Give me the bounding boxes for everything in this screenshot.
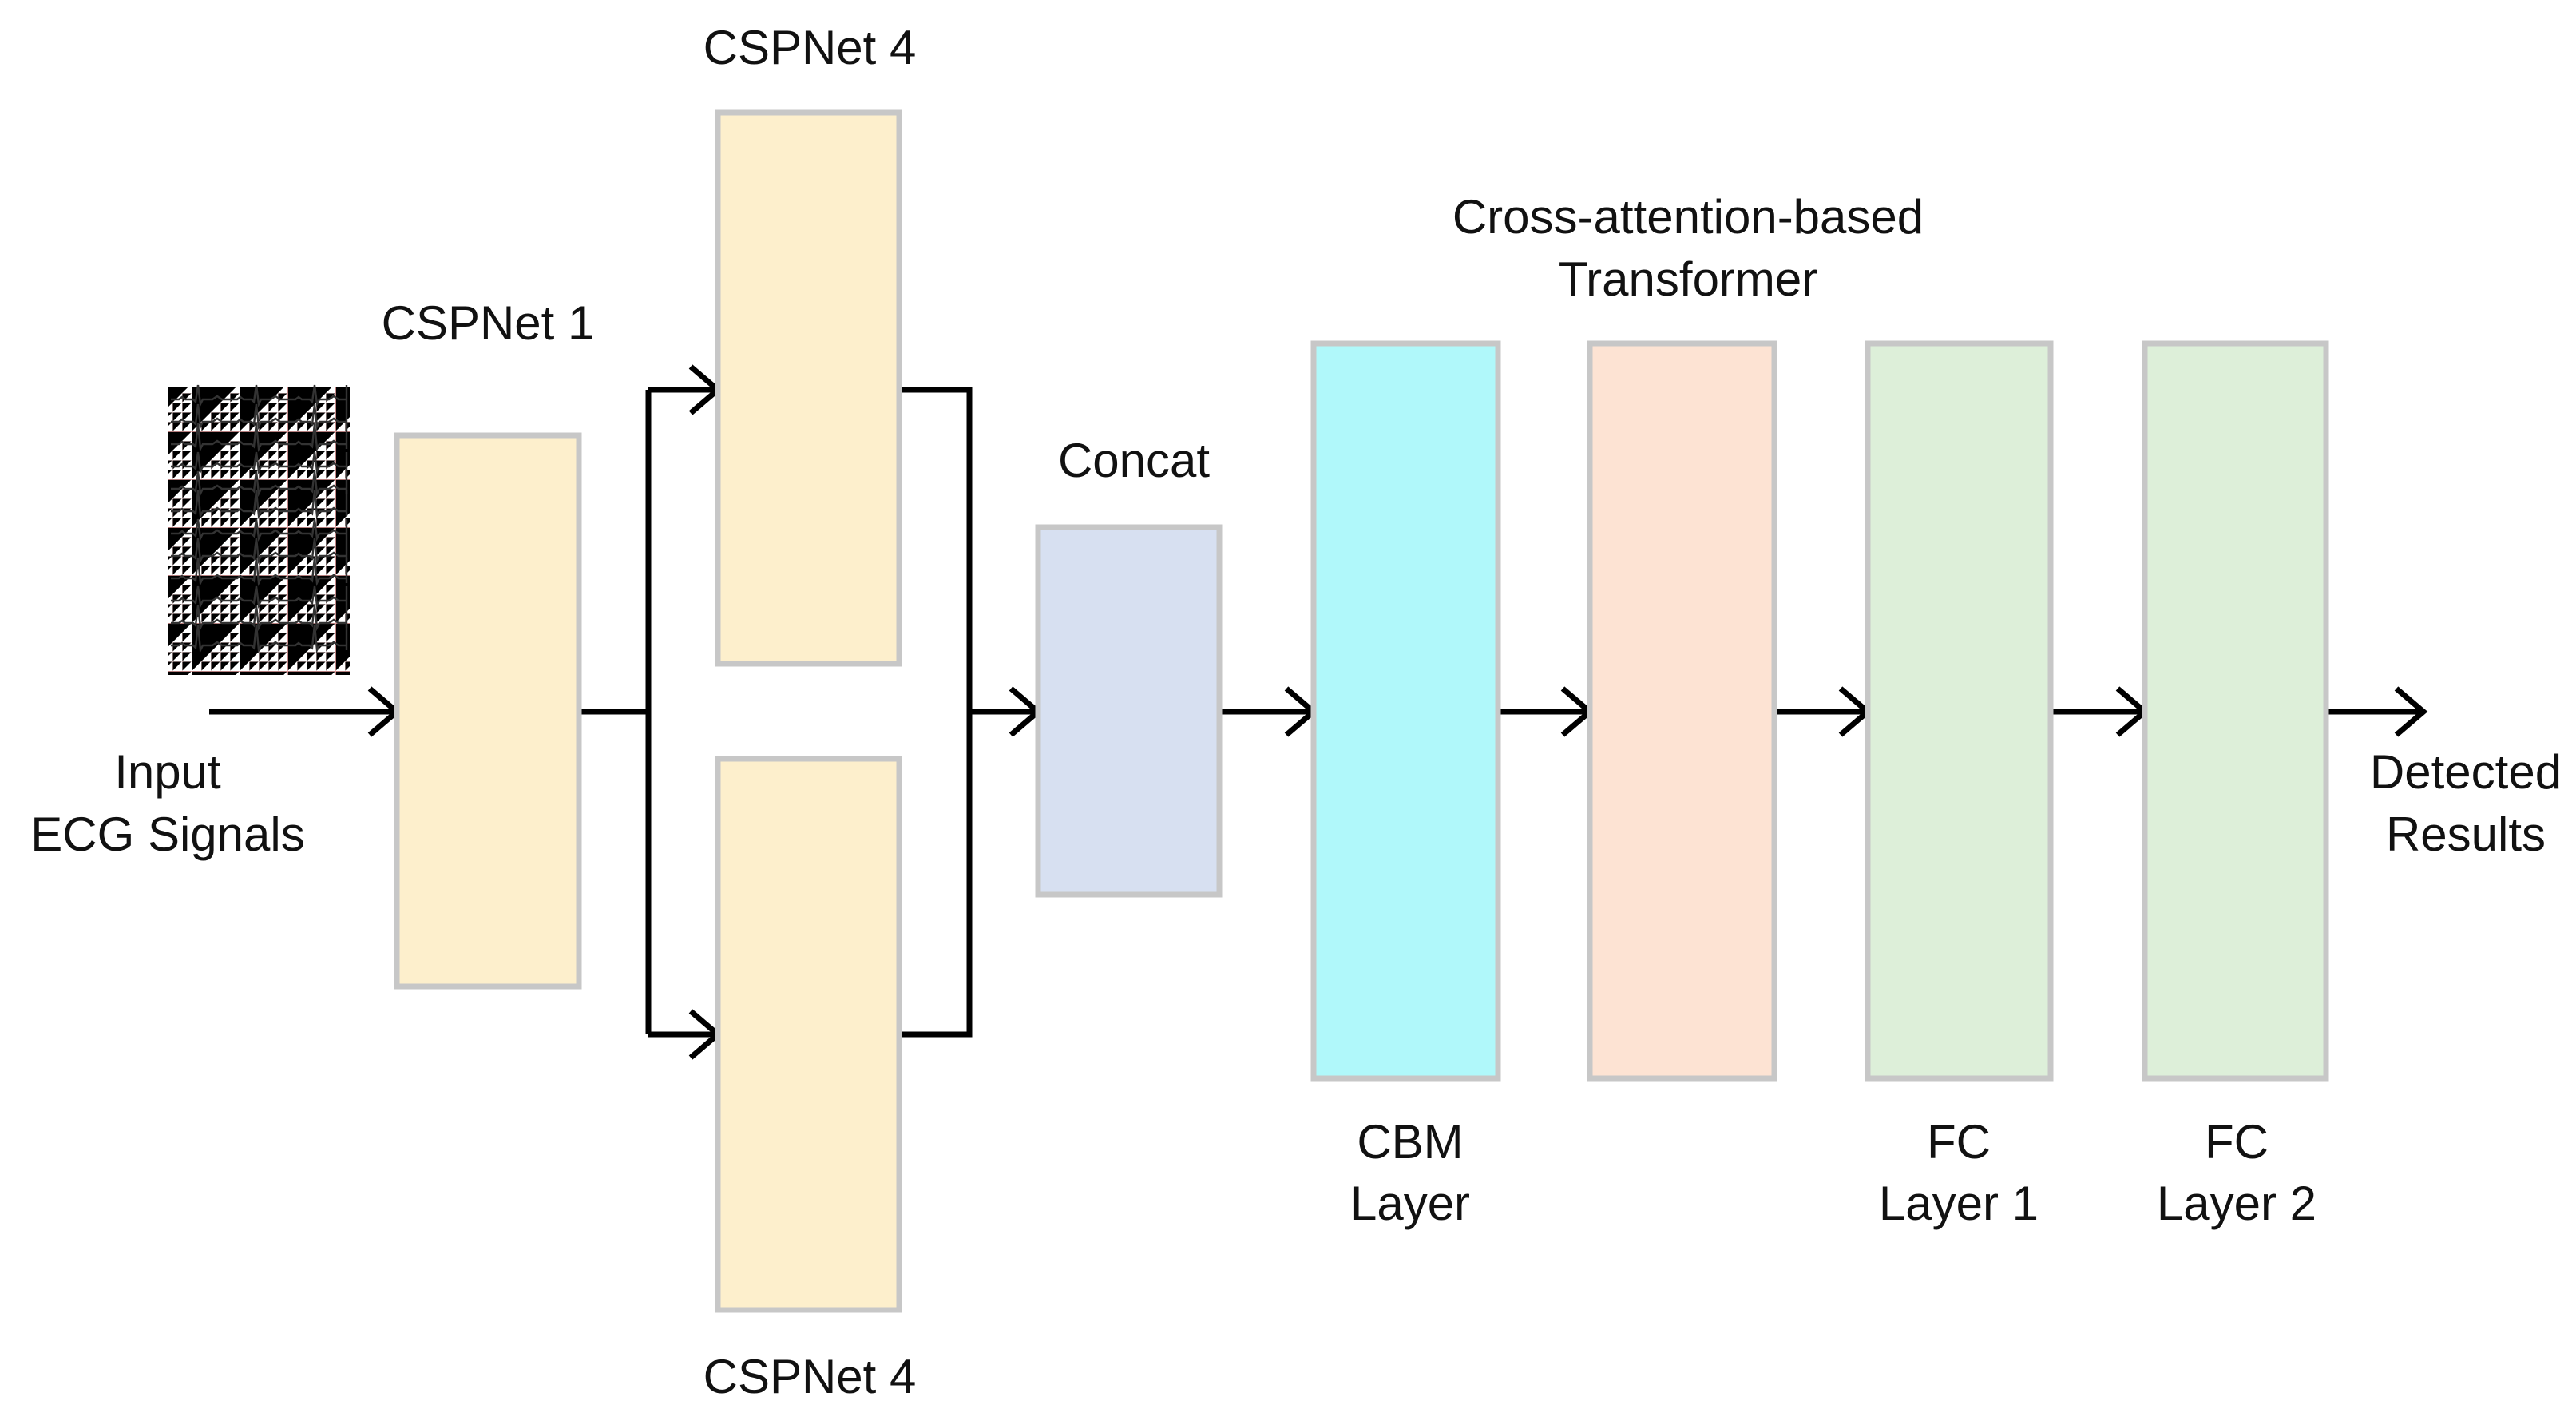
ecg-trace-line bbox=[171, 518, 348, 542]
transformer-label-line2: Transformer bbox=[1559, 252, 1818, 306]
fc2-label-line2: Layer 2 bbox=[2157, 1177, 2316, 1230]
edge-cspnet1-split bbox=[579, 390, 652, 1034]
edge-merge-to-concat bbox=[899, 387, 1036, 1038]
ecg-trace-line bbox=[171, 538, 348, 565]
ecg-trace-line bbox=[171, 470, 348, 498]
output-label-line1: Detected bbox=[2370, 745, 2562, 799]
input-label-line2: ECG Signals bbox=[30, 808, 304, 861]
edges bbox=[209, 364, 2428, 1060]
transformer-label-line1: Cross-attention-based bbox=[1452, 190, 1924, 244]
ecg-trace-line bbox=[171, 605, 348, 632]
concat-label: Concat bbox=[1058, 434, 1210, 487]
fc2-label-line1: FC bbox=[2205, 1115, 2269, 1169]
cspnet4-top-block bbox=[715, 109, 902, 667]
labels: Input ECG Signals CSPNet 1 CSPNet 4 CSPN… bbox=[30, 21, 2562, 1403]
cspnet4-top-label: CSPNet 4 bbox=[703, 21, 917, 74]
ecg-strip-icon bbox=[168, 384, 350, 675]
cbm-label-line2: Layer bbox=[1350, 1177, 1470, 1230]
arrowhead-output bbox=[2394, 686, 2428, 737]
ecg-trace-line bbox=[171, 624, 348, 654]
ecg-trace-line bbox=[171, 451, 348, 475]
cspnet4-bottom-label: CSPNet 4 bbox=[703, 1350, 917, 1403]
cspnet4-bottom-block bbox=[715, 756, 902, 1313]
output-label-line2: Results bbox=[2386, 808, 2546, 861]
fc-layer1-block bbox=[1865, 340, 2054, 1082]
cspnet1-block bbox=[394, 432, 582, 990]
concat-block bbox=[1035, 524, 1223, 898]
ecg-trace-line bbox=[171, 423, 348, 453]
ecg-trace-line bbox=[171, 403, 348, 431]
ecg-trace-line bbox=[171, 585, 348, 609]
nodes bbox=[394, 109, 2329, 1313]
cspnet1-label: CSPNet 1 bbox=[382, 296, 595, 350]
fc-layer2-block bbox=[2142, 340, 2329, 1082]
cbm-layer-block bbox=[1310, 340, 1501, 1082]
fc1-label-line2: Layer 1 bbox=[1879, 1177, 2039, 1230]
ecg-trace-line bbox=[171, 490, 348, 520]
fc1-label-line1: FC bbox=[1927, 1115, 1991, 1169]
transformer-block bbox=[1587, 340, 1777, 1082]
ecg-trace-line bbox=[171, 384, 348, 408]
ecg-trace-line bbox=[171, 557, 348, 587]
input-label-line1: Input bbox=[114, 745, 221, 799]
cbm-label-line1: CBM bbox=[1357, 1115, 1463, 1169]
